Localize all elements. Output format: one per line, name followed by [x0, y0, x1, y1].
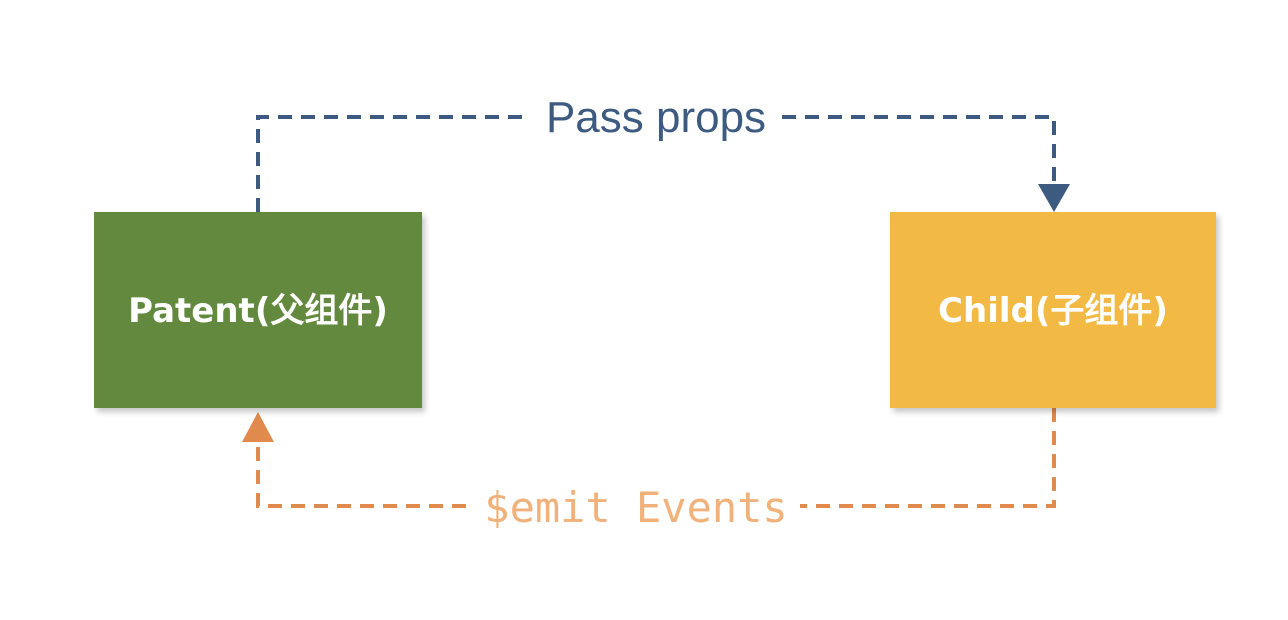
child-box — [890, 212, 1216, 408]
emit-arrowhead — [242, 412, 274, 442]
props-line — [256, 115, 1056, 212]
props-arrowhead — [1038, 184, 1070, 212]
child-label: Child(子组件) — [938, 291, 1168, 331]
parent-node: Patent(父组件) — [94, 212, 422, 408]
props-label: Pass props — [546, 93, 766, 142]
child-node: Child(子组件) — [890, 212, 1216, 408]
props-connector: Pass props — [256, 93, 1070, 212]
emit-connector: $emit Events — [242, 408, 1056, 532]
parent-box — [94, 212, 422, 408]
emit-label: $emit Events — [484, 483, 787, 532]
emit-line — [256, 408, 1056, 508]
parent-label: Patent(父组件) — [128, 291, 388, 331]
